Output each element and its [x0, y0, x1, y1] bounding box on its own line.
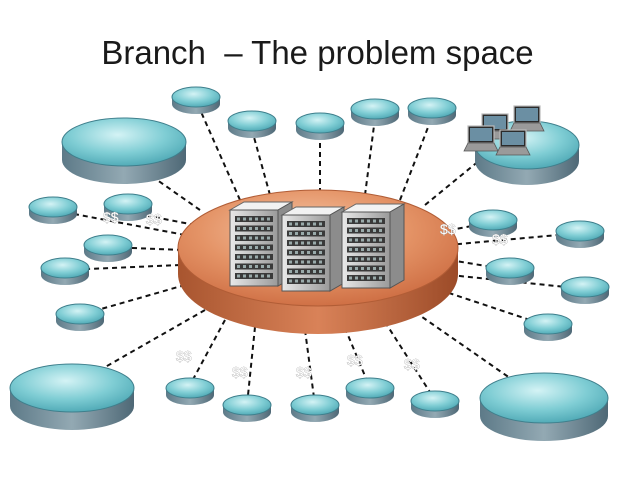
branch-node — [28, 196, 78, 224]
cost-label: $$ — [492, 231, 508, 247]
server-rack-icon — [228, 201, 406, 292]
branch-node — [295, 112, 345, 140]
cost-label: $$ — [440, 221, 456, 237]
branch-site-node — [61, 117, 187, 184]
branch-node — [345, 377, 395, 405]
page-title: Branch – The problem space — [101, 34, 534, 71]
branch-node — [350, 98, 400, 126]
branch-node — [103, 193, 153, 221]
branch-site-node — [479, 372, 609, 441]
branch-node — [485, 257, 535, 285]
branch-node — [290, 394, 340, 422]
cost-label: $$ — [232, 364, 248, 380]
branch-node — [555, 220, 605, 248]
laptop-unit — [463, 125, 499, 152]
cost-label: $$ — [176, 348, 192, 364]
branch-site-node — [9, 363, 135, 430]
connection-lines — [52, 104, 586, 406]
server-unit — [280, 206, 346, 292]
laptop-unit — [495, 129, 531, 156]
laptop-unit — [509, 105, 545, 132]
laptop-icon — [463, 105, 545, 156]
branch-node — [410, 390, 460, 418]
server-unit — [340, 203, 406, 289]
branch-node — [165, 377, 215, 405]
cost-label: $$ — [146, 211, 162, 227]
cost-label: $$ — [296, 364, 312, 380]
cost-labels: $$ $$ $$ $$ $$ $$ $$ $$ $$ — [103, 209, 508, 381]
branch-node — [560, 276, 610, 304]
branch-node — [227, 110, 277, 138]
branch-node — [468, 209, 518, 237]
cost-label: $$ — [103, 209, 119, 225]
cost-label: $$ — [404, 356, 420, 372]
branch-node — [222, 394, 272, 422]
cost-label: $$ — [347, 352, 363, 368]
branch-node — [407, 97, 457, 125]
branch-node — [523, 313, 573, 341]
branch-node — [40, 257, 90, 285]
branch-node — [83, 234, 133, 262]
branch-node — [171, 86, 221, 114]
branch-node — [55, 303, 105, 331]
